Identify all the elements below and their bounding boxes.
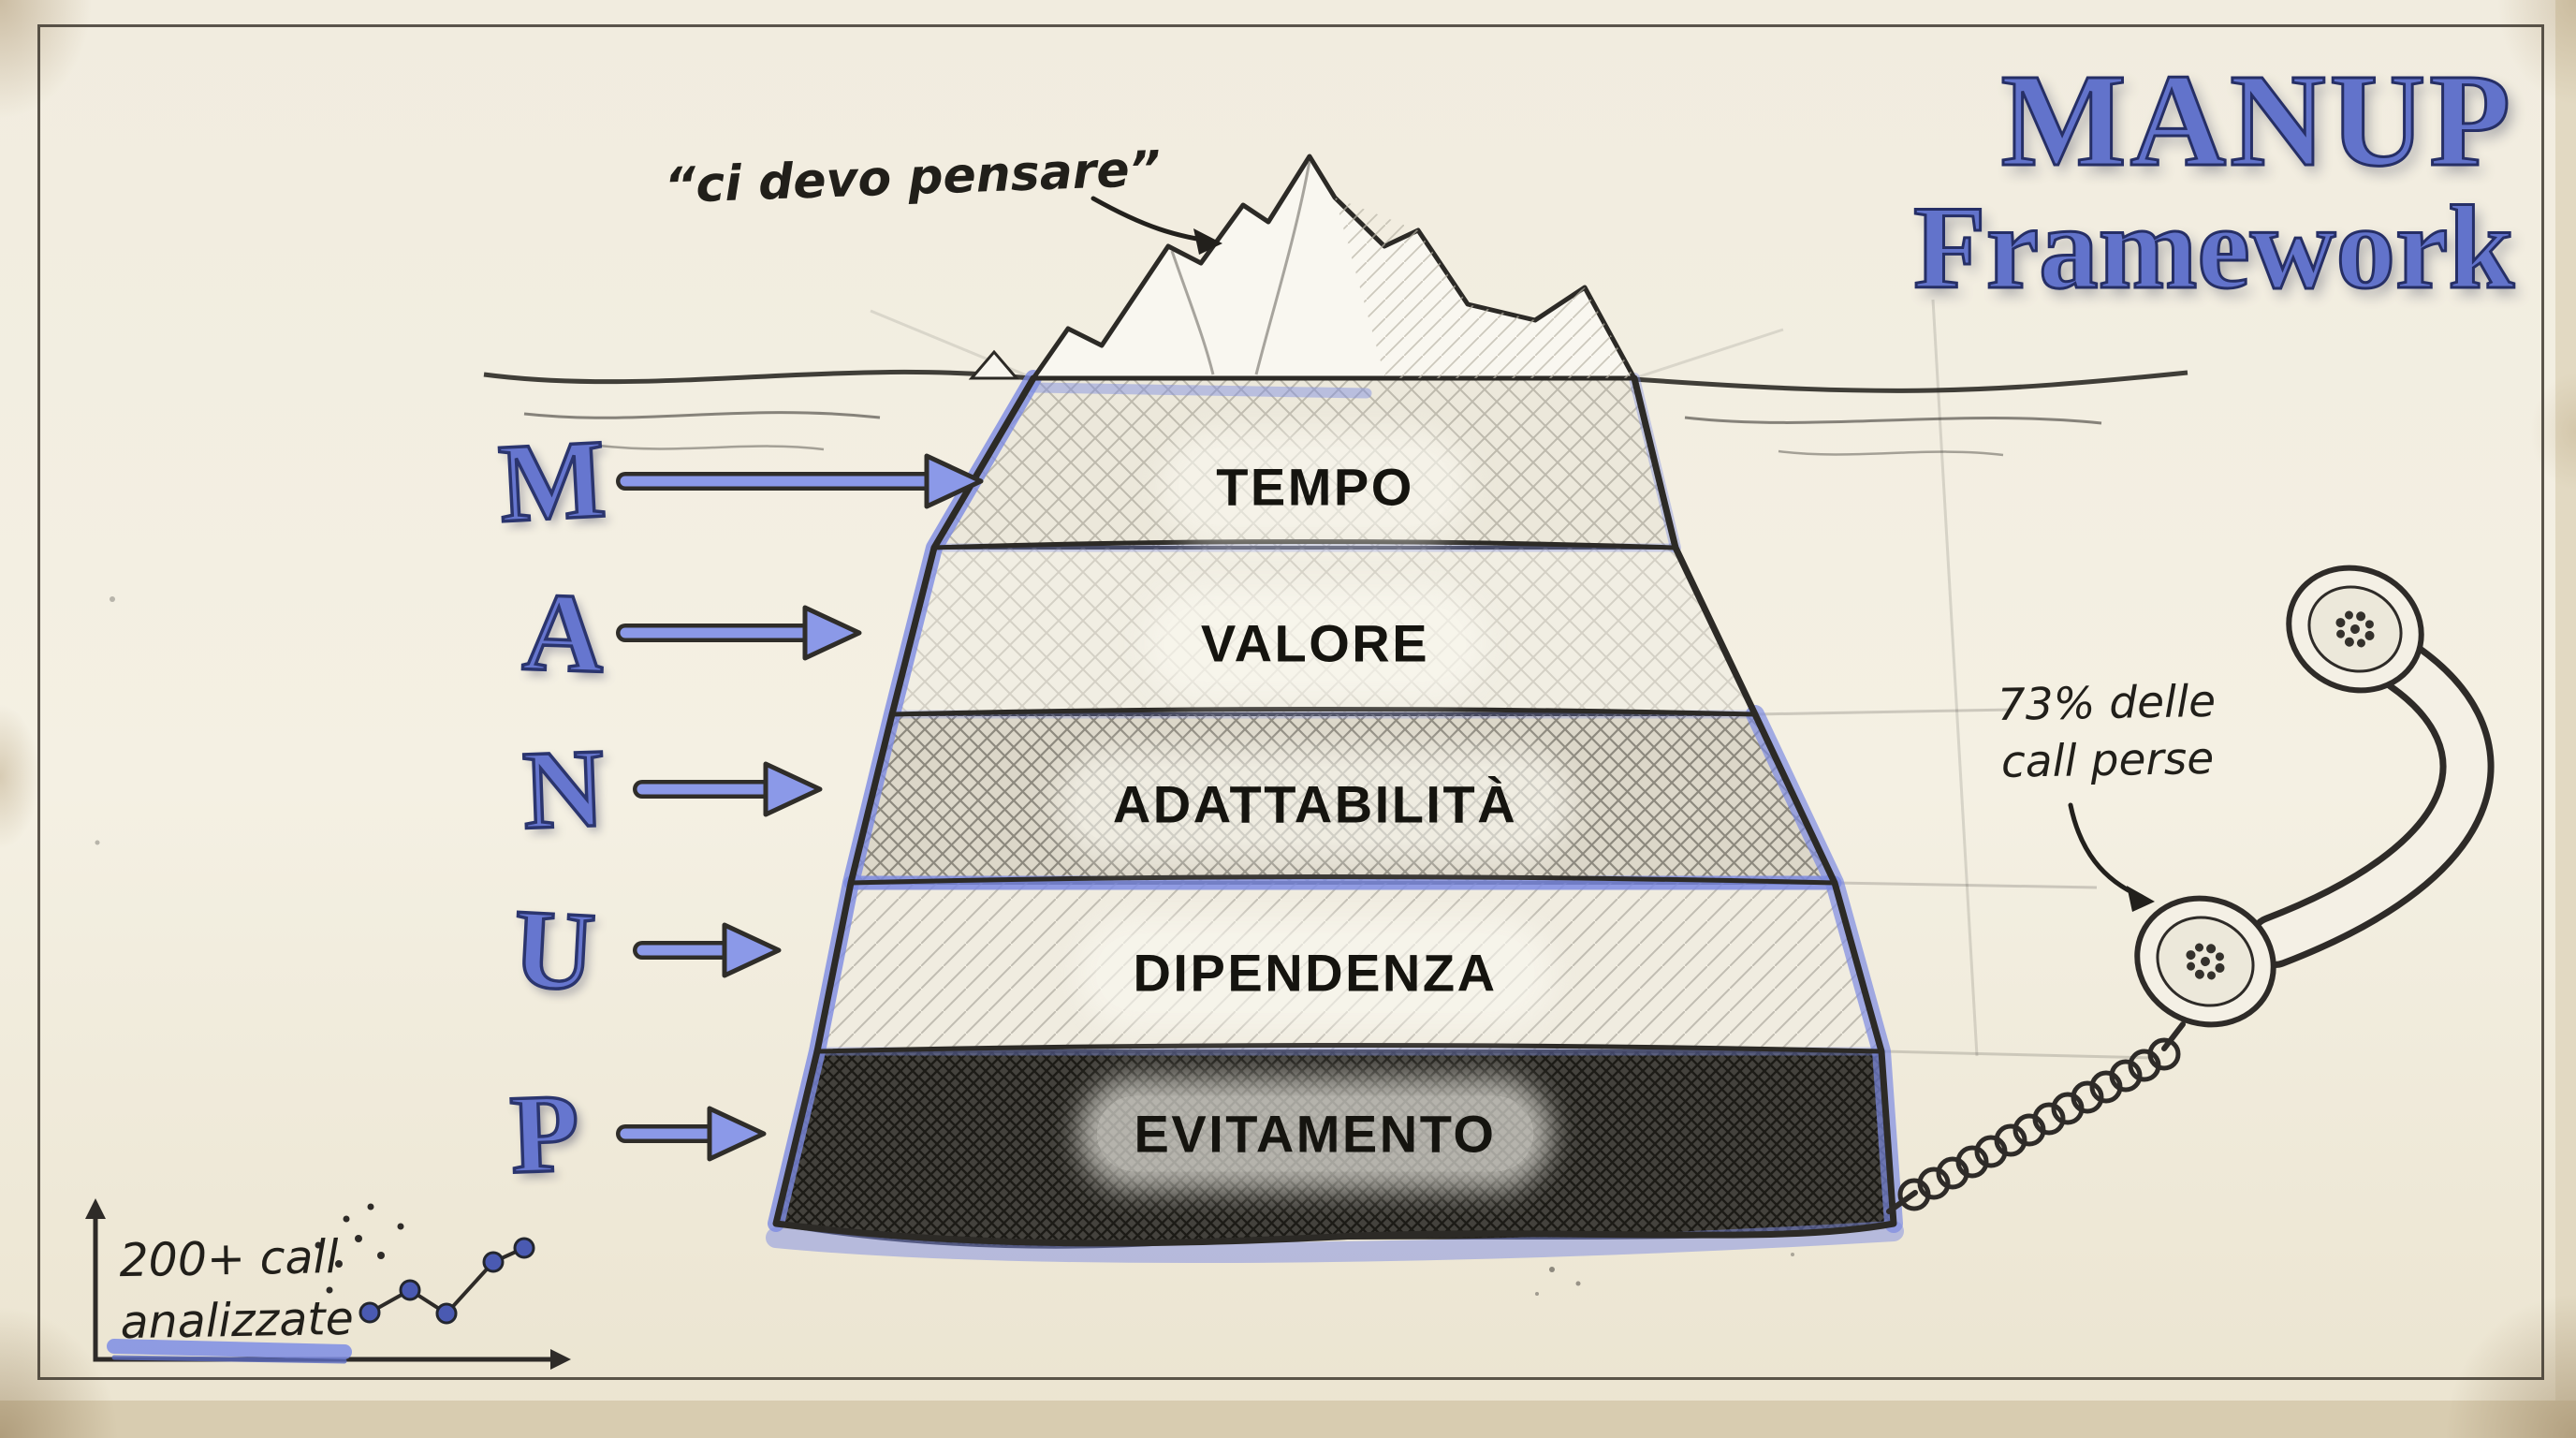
- layer-label-adattabilita: ADATTABILITÀ: [1075, 766, 1556, 843]
- framework-letter-m: M: [494, 414, 610, 547]
- arrow-icon-n: [633, 761, 823, 817]
- iceberg-icon: [766, 154, 1904, 1264]
- manup-arrows: [616, 453, 984, 1162]
- layer-label-evitamento: EVITAMENTO: [1096, 1095, 1534, 1172]
- arrow-icon-p: [616, 1106, 767, 1162]
- chart-data-points: [359, 1237, 535, 1325]
- telephone-handset-icon: [1886, 565, 2495, 1214]
- stat-arrow-icon: [2068, 802, 2155, 912]
- earpiece: [2286, 565, 2424, 694]
- framework-letter-u: U: [509, 884, 600, 1016]
- arrow-icon-m: [616, 453, 984, 509]
- page-title: MANUP Framework: [1912, 46, 2516, 314]
- layer-label-tempo: TEMPO: [1178, 448, 1452, 525]
- line-chart-sketch-icon: [85, 1198, 571, 1370]
- iceberg-outline: [772, 374, 1897, 1247]
- title-line2: Framework: [1912, 182, 2516, 314]
- construction-lines: [870, 299, 2154, 1060]
- stat-lost-calls-line2: call perse: [2000, 733, 2215, 788]
- stat-analyzed-calls-line1: 200+ call: [118, 1230, 340, 1288]
- framework-letter-n: N: [520, 724, 608, 854]
- title-line1: MANUP: [1999, 46, 2514, 194]
- stat-analyzed-calls-line2: analizzate: [120, 1291, 355, 1349]
- mouthpiece: [2134, 895, 2276, 1028]
- thought-arrow-icon: [1090, 196, 1222, 255]
- framework-letter-a: A: [520, 567, 608, 697]
- chart-scatter-dots: [315, 1203, 404, 1294]
- paper-specks: [95, 596, 1794, 1296]
- blue-underline: [107, 1339, 352, 1364]
- arrow-icon-u: [633, 922, 782, 978]
- framework-letter-p: P: [506, 1068, 582, 1198]
- iceberg-peak: [968, 154, 1637, 381]
- layer-label-dipendenza: DIPENDENZA: [1095, 934, 1535, 1011]
- phone-cord: [1886, 1021, 2186, 1214]
- stat-analyzed-calls: 200+ call analizzate: [119, 1226, 354, 1354]
- arrow-icon-a: [616, 605, 862, 661]
- layer-label-valore: VALORE: [1163, 605, 1468, 682]
- stat-lost-calls-line1: 73% delle: [1997, 675, 2217, 731]
- stat-lost-calls: 73% delle call perse: [1997, 673, 2217, 791]
